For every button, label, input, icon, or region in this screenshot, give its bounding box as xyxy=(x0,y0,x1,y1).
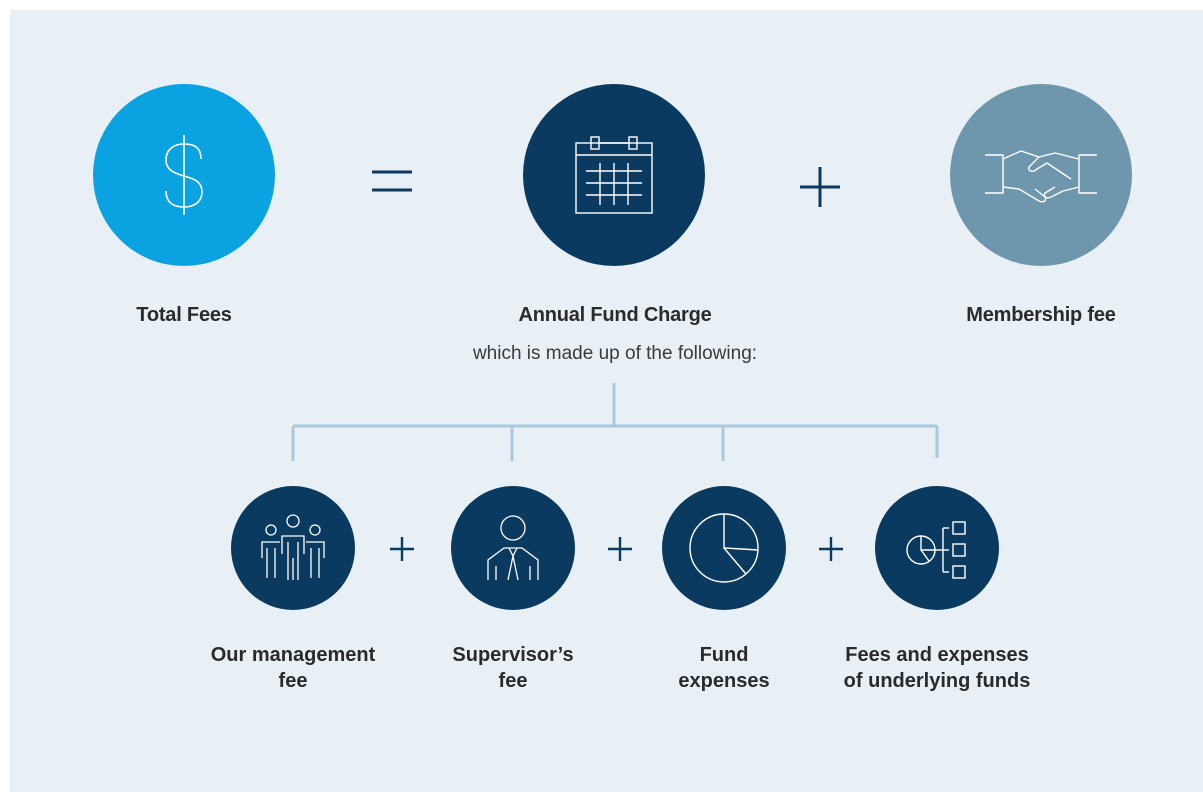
dollar-icon xyxy=(165,135,203,215)
supervisor-fee-label-line2: fee xyxy=(498,670,528,692)
membership-fee-label: Membership fee xyxy=(966,304,1116,326)
fund-expenses-label-line1: Fund xyxy=(699,644,749,666)
underlying-funds-label: Fees and expenses of underlying funds xyxy=(815,642,1059,694)
supervisor-fee-label-line1: Supervisor’s xyxy=(452,644,574,666)
membership-fee-circle xyxy=(950,84,1132,266)
underlying-funds-label-line2: of underlying funds xyxy=(843,670,1031,692)
supervisor-fee-label: Supervisor’s fee xyxy=(425,642,601,694)
total-fees-circle xyxy=(93,84,275,266)
management-fee-circle xyxy=(231,486,355,610)
fund-expenses-label-line2: expenses xyxy=(678,670,770,692)
plus-sign-2 xyxy=(606,535,634,563)
annual-fund-charge-label: Annual Fund Charge xyxy=(518,304,712,326)
total-fees-label: Total Fees xyxy=(136,304,232,326)
annual-fund-charge-circle xyxy=(523,84,705,266)
calendar-icon xyxy=(575,136,653,214)
fund-expenses-label: Fund expenses xyxy=(640,642,808,694)
management-fee-label-line1: Our management xyxy=(210,644,376,666)
plus-sign-1 xyxy=(388,535,416,563)
underlying-funds-label-line1: Fees and expenses xyxy=(845,644,1029,666)
supervisor-icon xyxy=(487,515,539,581)
pie-hierarchy-icon xyxy=(906,521,966,579)
plus-sign-top xyxy=(796,163,844,211)
handshake-icon xyxy=(985,150,1097,203)
supervisor-fee-circle xyxy=(451,486,575,610)
underlying-funds-circle xyxy=(875,486,999,610)
management-fee-label-line2: fee xyxy=(278,670,308,692)
pie-chart-icon xyxy=(689,513,759,583)
people-group-icon xyxy=(261,514,325,580)
annual-fund-charge-subtitle: which is made up of the following: xyxy=(472,343,758,364)
management-fee-label: Our management fee xyxy=(185,642,401,694)
plus-sign-3 xyxy=(817,535,845,563)
fund-expenses-circle xyxy=(662,486,786,610)
equals-sign xyxy=(368,160,416,200)
